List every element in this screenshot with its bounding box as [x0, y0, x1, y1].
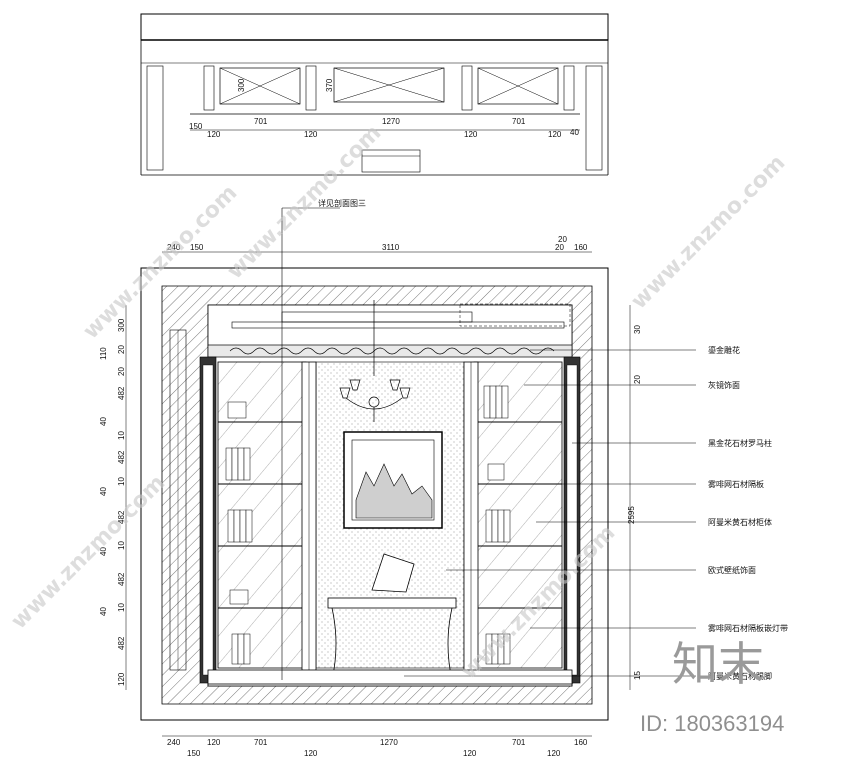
elev-dim-left-7: 10 — [117, 431, 126, 440]
elev-dim-left-11: 482 — [117, 510, 126, 524]
watermark-site-4: www.znzmo.com — [7, 470, 171, 634]
elev-dim-top-1: 240 — [167, 243, 181, 252]
elev-dim-bot-7: 120 — [463, 749, 477, 758]
elev-dim-left-4: 20 — [117, 367, 126, 376]
label-wallpaper: 欧式壁纸饰面 — [708, 565, 756, 575]
elev-dim-right-3: 2595 — [627, 506, 636, 524]
plan-dim-b4: 120 — [304, 130, 318, 139]
elev-dim-left-8: 482 — [117, 450, 126, 464]
label-grey-mirror: 灰镜饰面 — [708, 380, 740, 390]
elev-dim-left-15: 40 — [99, 607, 108, 616]
plan-dim-b9: 40 — [570, 128, 579, 137]
carving-ornament — [229, 347, 555, 355]
elev-dim-left-18: 120 — [117, 672, 126, 686]
elev-dim-left-5: 482 — [117, 386, 126, 400]
label-shelf-lightstrip: 雾啡网石材隔板嵌灯带 — [708, 623, 788, 633]
plan-dim-b7: 701 — [512, 117, 526, 126]
plan-dim-b3: 701 — [254, 117, 268, 126]
elev-dim-bot-4: 701 — [254, 738, 268, 747]
elev-dim-top-2: 150 — [190, 243, 204, 252]
elev-dim-bot-1: 240 — [167, 738, 181, 747]
elev-dim-right-4: 15 — [633, 671, 642, 680]
elev-dim-left-16: 10 — [117, 603, 126, 612]
plan-dim-v1: 300 — [237, 78, 246, 92]
label-cabinet-body: 阿曼米黄石材柜体 — [708, 517, 772, 527]
elev-dim-right-2: 20 — [633, 375, 642, 384]
elev-dim-bot-2: 150 — [187, 749, 201, 758]
elev-dim-bot-10: 160 — [574, 738, 588, 747]
elev-dim-left-10: 10 — [117, 477, 126, 486]
elev-dim-top-4: 20 — [558, 235, 567, 244]
plan-dim-b5: 1270 — [382, 117, 400, 126]
plan-view: 300 370 150 120 701 120 1270 120 701 120… — [140, 13, 609, 176]
elev-dim-left-6: 40 — [99, 417, 108, 426]
plan-dim-b1: 150 — [189, 122, 203, 131]
elev-dim-left-17: 482 — [117, 636, 126, 650]
watermark-id: ID: 180363194 — [640, 711, 784, 736]
elev-dim-bot-6: 1270 — [380, 738, 398, 747]
elev-dim-bot-8: 701 — [512, 738, 526, 747]
elev-dim-top-6: 160 — [574, 243, 588, 252]
elev-dim-top-3: 3110 — [382, 243, 400, 252]
label-gilded-carving: 鎏金雕花 — [708, 345, 740, 355]
elevation-view: 240 150 3110 20 20 160 240 150 120 701 1… — [99, 198, 788, 758]
watermark-site-3: www.znzmo.com — [627, 150, 791, 314]
elev-dim-bot-3: 120 — [207, 738, 221, 747]
elev-dim-left-2: 110 — [99, 347, 108, 360]
chandelier — [339, 300, 411, 422]
elev-dim-left-12: 40 — [99, 547, 108, 556]
plan-dim-b6: 120 — [464, 130, 478, 139]
section-callout: 详见剖面图三 — [318, 198, 366, 208]
watermark-brand: 知末 — [672, 637, 764, 691]
elev-dim-right-1: 30 — [633, 325, 642, 334]
elev-dim-left-9: 40 — [99, 487, 108, 496]
elev-dim-left-13: 10 — [117, 541, 126, 550]
elev-dim-bot-9: 120 — [547, 749, 561, 758]
elev-dim-left-3: 20 — [117, 345, 126, 354]
label-roman-column: 黑金花石材罗马柱 — [708, 438, 772, 448]
elev-dim-left-14: 482 — [117, 572, 126, 586]
elev-dim-left-1: 300 — [117, 318, 126, 332]
plan-dim-b2: 120 — [207, 130, 221, 139]
elev-dim-top-5: 20 — [555, 243, 564, 252]
plan-dim-v2: 370 — [325, 78, 334, 92]
elev-dim-bot-5: 120 — [304, 749, 318, 758]
label-skirting: 阿曼米黄石材踢脚 — [708, 671, 772, 681]
plan-dim-b8: 120 — [548, 130, 562, 139]
label-stone-shelf: 雾啡网石材隔板 — [708, 479, 764, 489]
